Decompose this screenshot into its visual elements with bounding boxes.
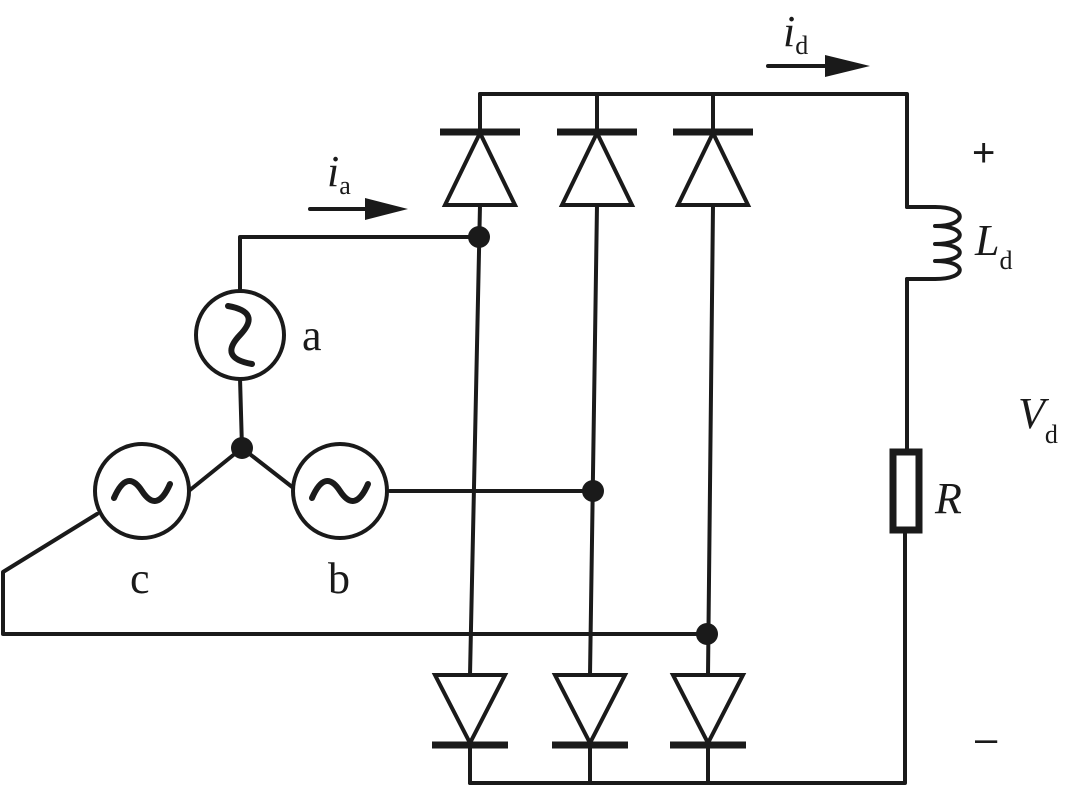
node-phase-a xyxy=(468,226,490,248)
sine-icon xyxy=(111,478,173,504)
phase-a-wire xyxy=(238,235,481,294)
top-dc-bus xyxy=(478,92,909,209)
leg-c-wire xyxy=(706,92,715,785)
upper-diode-b xyxy=(557,128,637,207)
lower-diode-b xyxy=(551,673,629,749)
neutral-to-a-wire xyxy=(238,376,244,450)
resistor-label: R xyxy=(934,474,962,523)
source-a-label: a xyxy=(302,311,322,360)
source-c-label: c xyxy=(130,554,150,603)
upper-diode-a xyxy=(440,128,520,207)
lower-diode-a xyxy=(431,673,509,749)
leg-a-wire xyxy=(468,92,482,785)
neutral-to-c-wire xyxy=(188,446,244,492)
voltage-label: Vd xyxy=(1018,389,1058,449)
leg-b-wire xyxy=(588,92,599,785)
neutral-to-b-wire xyxy=(240,446,298,492)
node-neutral xyxy=(231,437,253,459)
id-arrow xyxy=(766,55,870,77)
source-b xyxy=(291,442,389,540)
resistor-r xyxy=(889,448,923,534)
source-b-label: b xyxy=(328,554,350,603)
node-phase-b xyxy=(582,480,604,502)
inductor-ld xyxy=(905,205,962,281)
minus-sign: – xyxy=(975,717,998,761)
sine-icon xyxy=(309,478,371,504)
lower-diode-c xyxy=(669,673,747,749)
node-phase-c xyxy=(696,623,718,645)
upper-diode-c xyxy=(673,128,753,207)
bottom-dc-bus xyxy=(468,530,907,785)
plus-sign: + xyxy=(972,131,995,175)
source-a xyxy=(194,289,286,381)
source-c xyxy=(93,442,191,540)
ia-arrow xyxy=(308,198,408,220)
ia-label: ia xyxy=(327,147,351,200)
inductor-label: Ld xyxy=(974,216,1012,275)
phase-c-wire xyxy=(1,512,709,636)
id-label: id xyxy=(783,7,808,60)
sine-icon xyxy=(225,303,255,367)
